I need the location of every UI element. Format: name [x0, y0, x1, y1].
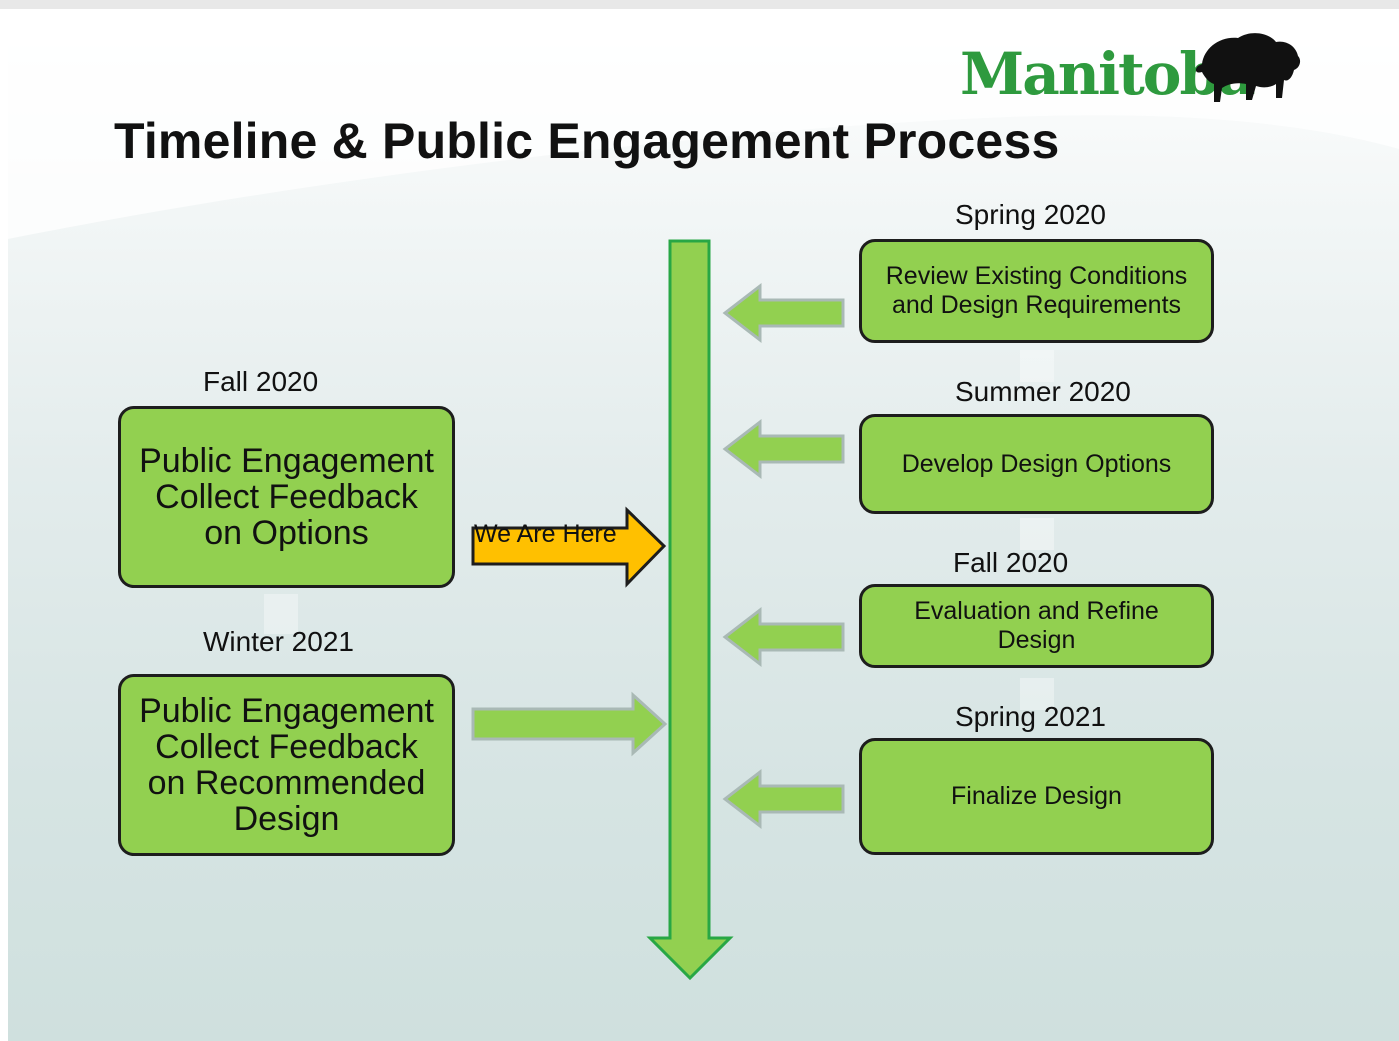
top-border [0, 0, 1399, 9]
bison-icon [1195, 33, 1301, 102]
period-fall-2020-left: Fall 2020 [203, 366, 319, 397]
step-develop-design-options: Develop Design Options [859, 414, 1214, 514]
period-winter-2021: Winter 2021 [203, 626, 354, 657]
step-evaluation-refine-design: Evaluation and Refine Design [859, 584, 1214, 668]
arrow-right-winter [471, 691, 668, 757]
step-public-engagement-recommended: Public Engagement Collect Feedback on Re… [118, 674, 455, 856]
step-label: Review Existing Conditions and Design Re… [885, 262, 1188, 319]
arrow-left-2 [722, 418, 845, 480]
slide-background-swoosh [8, 9, 1399, 239]
step-public-engagement-options: Public Engagement Collect Feedback on Op… [118, 406, 455, 588]
step-label: Public Engagement Collect Feedback on Op… [139, 442, 434, 552]
step-finalize-design: Finalize Design [859, 738, 1214, 855]
step-label: Develop Design Options [901, 449, 1172, 478]
we-are-here-label: We Are Here [474, 520, 617, 548]
step-review-existing-conditions: Review Existing Conditions and Design Re… [859, 239, 1214, 343]
arrow-left-3 [722, 606, 845, 668]
period-spring-2021: Spring 2021 [955, 701, 1107, 732]
step-label: Public Engagement Collect Feedback on Re… [139, 692, 434, 838]
period-summer-2020: Summer 2020 [955, 376, 1131, 407]
we-are-here-arrow [471, 506, 667, 588]
step-label: Evaluation and Refine Design [914, 597, 1159, 654]
step-label: Finalize Design [951, 782, 1122, 810]
timeline-arrow [646, 239, 734, 981]
slide-title: Timeline & Public Engagement Process [114, 113, 1060, 169]
period-spring-2020: Spring 2020 [955, 199, 1107, 230]
period-fall-2020-right: Fall 2020 [953, 547, 1069, 578]
arrow-left-1 [722, 282, 845, 344]
arrow-left-4 [722, 768, 845, 830]
